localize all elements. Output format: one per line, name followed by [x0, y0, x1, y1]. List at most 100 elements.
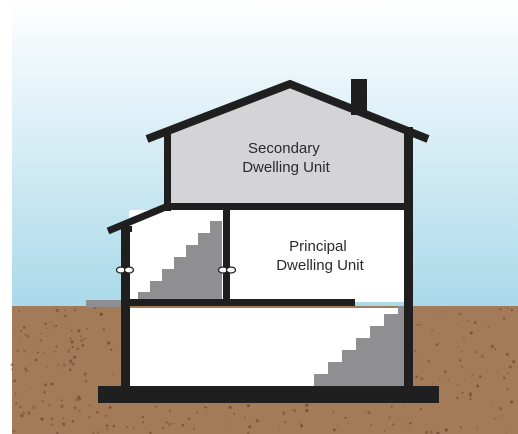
- foundation: [98, 386, 439, 403]
- ground-speckle: [466, 320, 469, 323]
- secondary-left-wall: [164, 131, 171, 211]
- ground-speckle: [50, 382, 54, 386]
- ground-speckle: [18, 310, 21, 312]
- ground-speckle: [443, 370, 447, 374]
- ground-speckle: [55, 345, 58, 348]
- principal-unit-label-line2: Dwelling Unit: [276, 257, 364, 274]
- ground-speckle: [71, 362, 75, 366]
- ground-speckle: [23, 350, 26, 353]
- ground-speckle: [228, 405, 232, 409]
- ground-speckle: [83, 372, 87, 376]
- ground-speckle: [293, 409, 297, 412]
- ground-speckle: [14, 392, 17, 395]
- ground-speckle: [347, 423, 349, 425]
- ground-speckle: [505, 431, 508, 433]
- ground-speckle: [60, 404, 64, 408]
- ground-speckle: [284, 421, 287, 424]
- ground-speckle: [112, 424, 116, 428]
- ground-speckle: [56, 431, 59, 434]
- ground-speckle: [69, 359, 73, 363]
- ground-speckle: [126, 426, 128, 429]
- ground-speckle: [43, 351, 46, 354]
- ground-speckle: [12, 430, 16, 433]
- ground-speckle: [48, 403, 51, 407]
- ground-speckle: [97, 431, 100, 434]
- ground-speckle: [34, 358, 38, 362]
- ground-speckle: [416, 324, 418, 326]
- ground-speckle: [436, 431, 440, 434]
- ground-speckle: [427, 359, 430, 363]
- ground-speckle: [172, 422, 175, 425]
- ground-speckle: [29, 387, 32, 390]
- ground-speckle: [228, 423, 231, 425]
- ground-speckle: [32, 405, 36, 409]
- ground-speckle: [69, 337, 72, 340]
- ground-speckle: [73, 406, 77, 410]
- ground-speckle: [47, 327, 49, 329]
- ground-speckle: [107, 341, 111, 345]
- ground-speckle: [490, 344, 494, 348]
- ground-speckle: [497, 417, 499, 419]
- ground-speckle: [110, 348, 113, 351]
- ground-speckle: [409, 422, 412, 425]
- ground-speckle: [463, 378, 466, 381]
- ground-speckle: [83, 337, 86, 340]
- ground-speckle: [49, 321, 52, 323]
- ground-speckle: [476, 428, 478, 430]
- ground-speckle: [22, 411, 25, 414]
- ground-texture: [10, 306, 516, 434]
- ground-speckle: [388, 416, 392, 419]
- ground-speckle: [69, 363, 71, 365]
- ground-speckle: [404, 423, 406, 425]
- ground-speckle: [479, 375, 482, 378]
- ground-speckle: [493, 417, 496, 420]
- ground-speckle: [70, 340, 74, 344]
- ground-speckle: [36, 351, 39, 354]
- secondary-unit-label: Secondary Dwelling Unit: [242, 140, 330, 176]
- ground-speckle: [233, 412, 236, 415]
- ground-speckle: [204, 406, 207, 409]
- ground-speckle: [436, 319, 439, 321]
- ground-speckle: [447, 378, 450, 381]
- ground-speckle: [431, 383, 434, 385]
- ground-speckle: [149, 431, 152, 434]
- ground-speckle: [40, 332, 42, 335]
- lower-roof: [106, 202, 170, 235]
- ground-speckle: [499, 406, 503, 411]
- ground-speckle: [431, 329, 434, 332]
- ground-speckle: [154, 405, 158, 408]
- ground-speckle: [94, 306, 97, 310]
- chimney: [351, 79, 367, 115]
- ground-speckle: [99, 312, 103, 316]
- ground-speckle: [165, 421, 168, 424]
- ground-speckle: [112, 373, 115, 376]
- ground-speckle: [370, 423, 373, 426]
- ground-speckle: [43, 383, 48, 387]
- ground-speckle: [58, 369, 60, 371]
- ground-speckle: [461, 391, 464, 394]
- ground-speckle: [192, 427, 195, 430]
- ground-speckle: [305, 409, 309, 413]
- ground-speckle: [435, 343, 439, 347]
- upper-floor-slab: [164, 203, 413, 210]
- ground-speckle: [336, 425, 339, 427]
- ground-speckle: [65, 327, 68, 329]
- ground-speckle: [70, 329, 73, 332]
- ground-speckle: [459, 359, 462, 362]
- ground-speckle: [77, 329, 81, 333]
- ground-speckle: [473, 321, 477, 325]
- ground-speckle: [73, 355, 77, 359]
- ground-speckle: [67, 350, 71, 354]
- main-floor-slab: [121, 299, 355, 306]
- ground-speckle: [81, 344, 85, 347]
- ground-speckle: [469, 397, 472, 400]
- ground-speckle: [55, 324, 58, 327]
- ground-speckle: [26, 334, 30, 338]
- ground-speckle: [44, 322, 47, 326]
- ground-speckle: [19, 406, 22, 409]
- ground-speckle: [62, 363, 66, 367]
- ground-speckle: [88, 416, 91, 419]
- ground-speckle: [494, 347, 497, 350]
- ground-speckle: [438, 342, 440, 344]
